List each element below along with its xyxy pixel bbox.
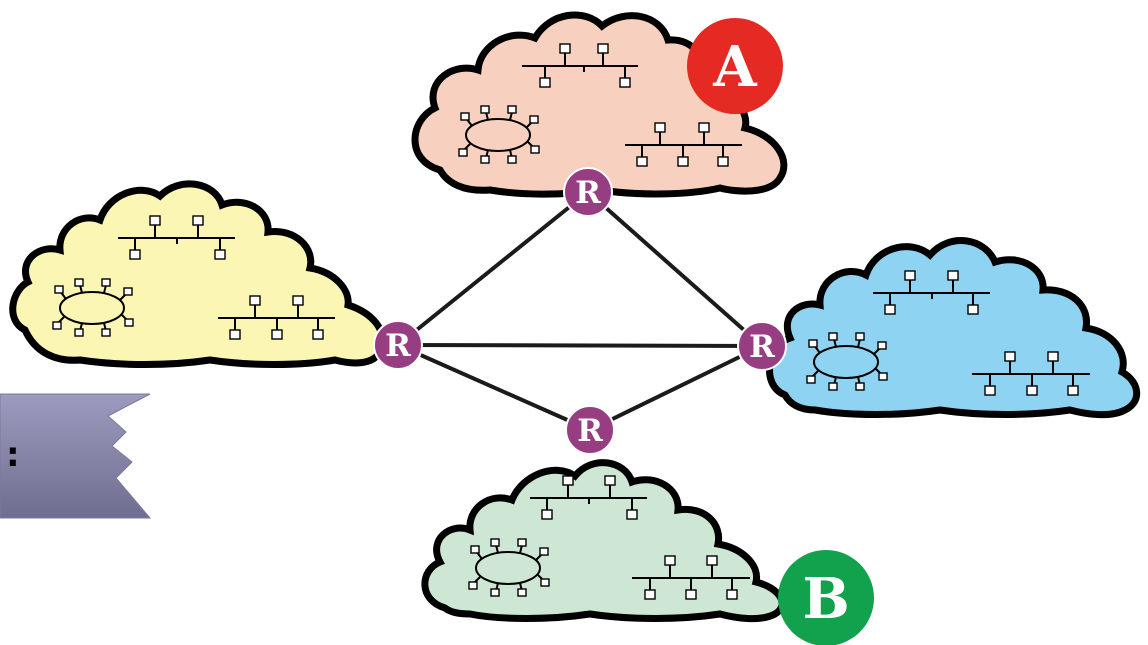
lan-bus-left-1 <box>118 215 235 260</box>
router-right-label: R <box>749 329 775 365</box>
link-top-right <box>586 190 764 348</box>
lan-bus-right-2 <box>972 351 1090 396</box>
router-left: R <box>373 320 423 370</box>
cloud-right-shape <box>766 237 1141 419</box>
host-b-badge: B <box>778 550 874 645</box>
router-right: R <box>737 321 787 371</box>
lan-bus-top-2 <box>625 122 742 167</box>
lan-bus-right-1 <box>873 270 990 315</box>
router-links <box>396 190 764 432</box>
router-top: R <box>563 167 613 217</box>
link-top-left <box>396 190 590 347</box>
side-tab: : <box>0 393 152 519</box>
lan-ring-bottom <box>468 538 550 597</box>
lan-bus-top-1 <box>522 43 638 88</box>
side-tab-text: : <box>6 435 20 475</box>
router-left-label: R <box>385 328 411 364</box>
link-left-bottom <box>397 343 591 432</box>
lan-ring-top <box>458 105 540 164</box>
host-b-label: B <box>802 566 849 632</box>
lan-ring-right <box>806 332 888 391</box>
lan-bus-bottom-2 <box>632 555 750 600</box>
link-right-bottom <box>589 344 763 432</box>
cloud-bottom-shape <box>421 459 786 623</box>
lan-bus-left-2 <box>218 295 335 340</box>
host-a-badge: A <box>687 18 783 114</box>
cloud-right <box>766 237 1141 419</box>
link-left-right <box>397 343 763 348</box>
router-bottom: R <box>565 405 615 455</box>
router-top-label: R <box>575 175 601 211</box>
router-bottom-label: R <box>577 413 603 449</box>
cloud-bottom <box>421 459 786 623</box>
lan-bus-bottom-1 <box>530 475 647 520</box>
cloud-left-shape <box>9 180 387 368</box>
lan-ring-left <box>52 278 134 337</box>
cloud-left <box>9 180 387 368</box>
host-a-label: A <box>712 34 758 100</box>
